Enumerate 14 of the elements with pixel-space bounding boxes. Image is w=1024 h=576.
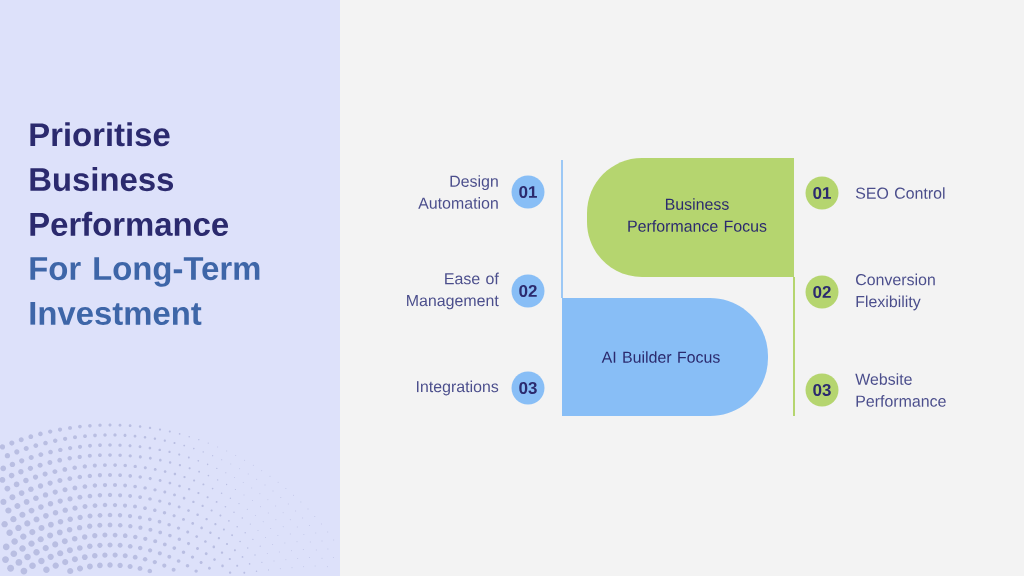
item-label: SEO Control <box>855 187 945 199</box>
number-badge: 02 <box>805 275 839 309</box>
item-label: Website Performance <box>855 373 946 407</box>
number-badge: 02 <box>511 274 545 308</box>
item-label: Conversion Flexibility <box>856 273 935 311</box>
number-badge: 03 <box>805 373 839 407</box>
item-label: Ease of Management <box>407 272 499 310</box>
heading: For Long-Term Investment <box>30 257 260 325</box>
item-label: Integrations <box>417 380 499 396</box>
number-badge: 01 <box>805 176 839 210</box>
heading: Prioritise Business Performance <box>30 122 229 236</box>
number-badge: 01 <box>511 175 545 209</box>
number-badge: 03 <box>511 371 545 405</box>
item-label: Design Automation <box>418 175 498 209</box>
